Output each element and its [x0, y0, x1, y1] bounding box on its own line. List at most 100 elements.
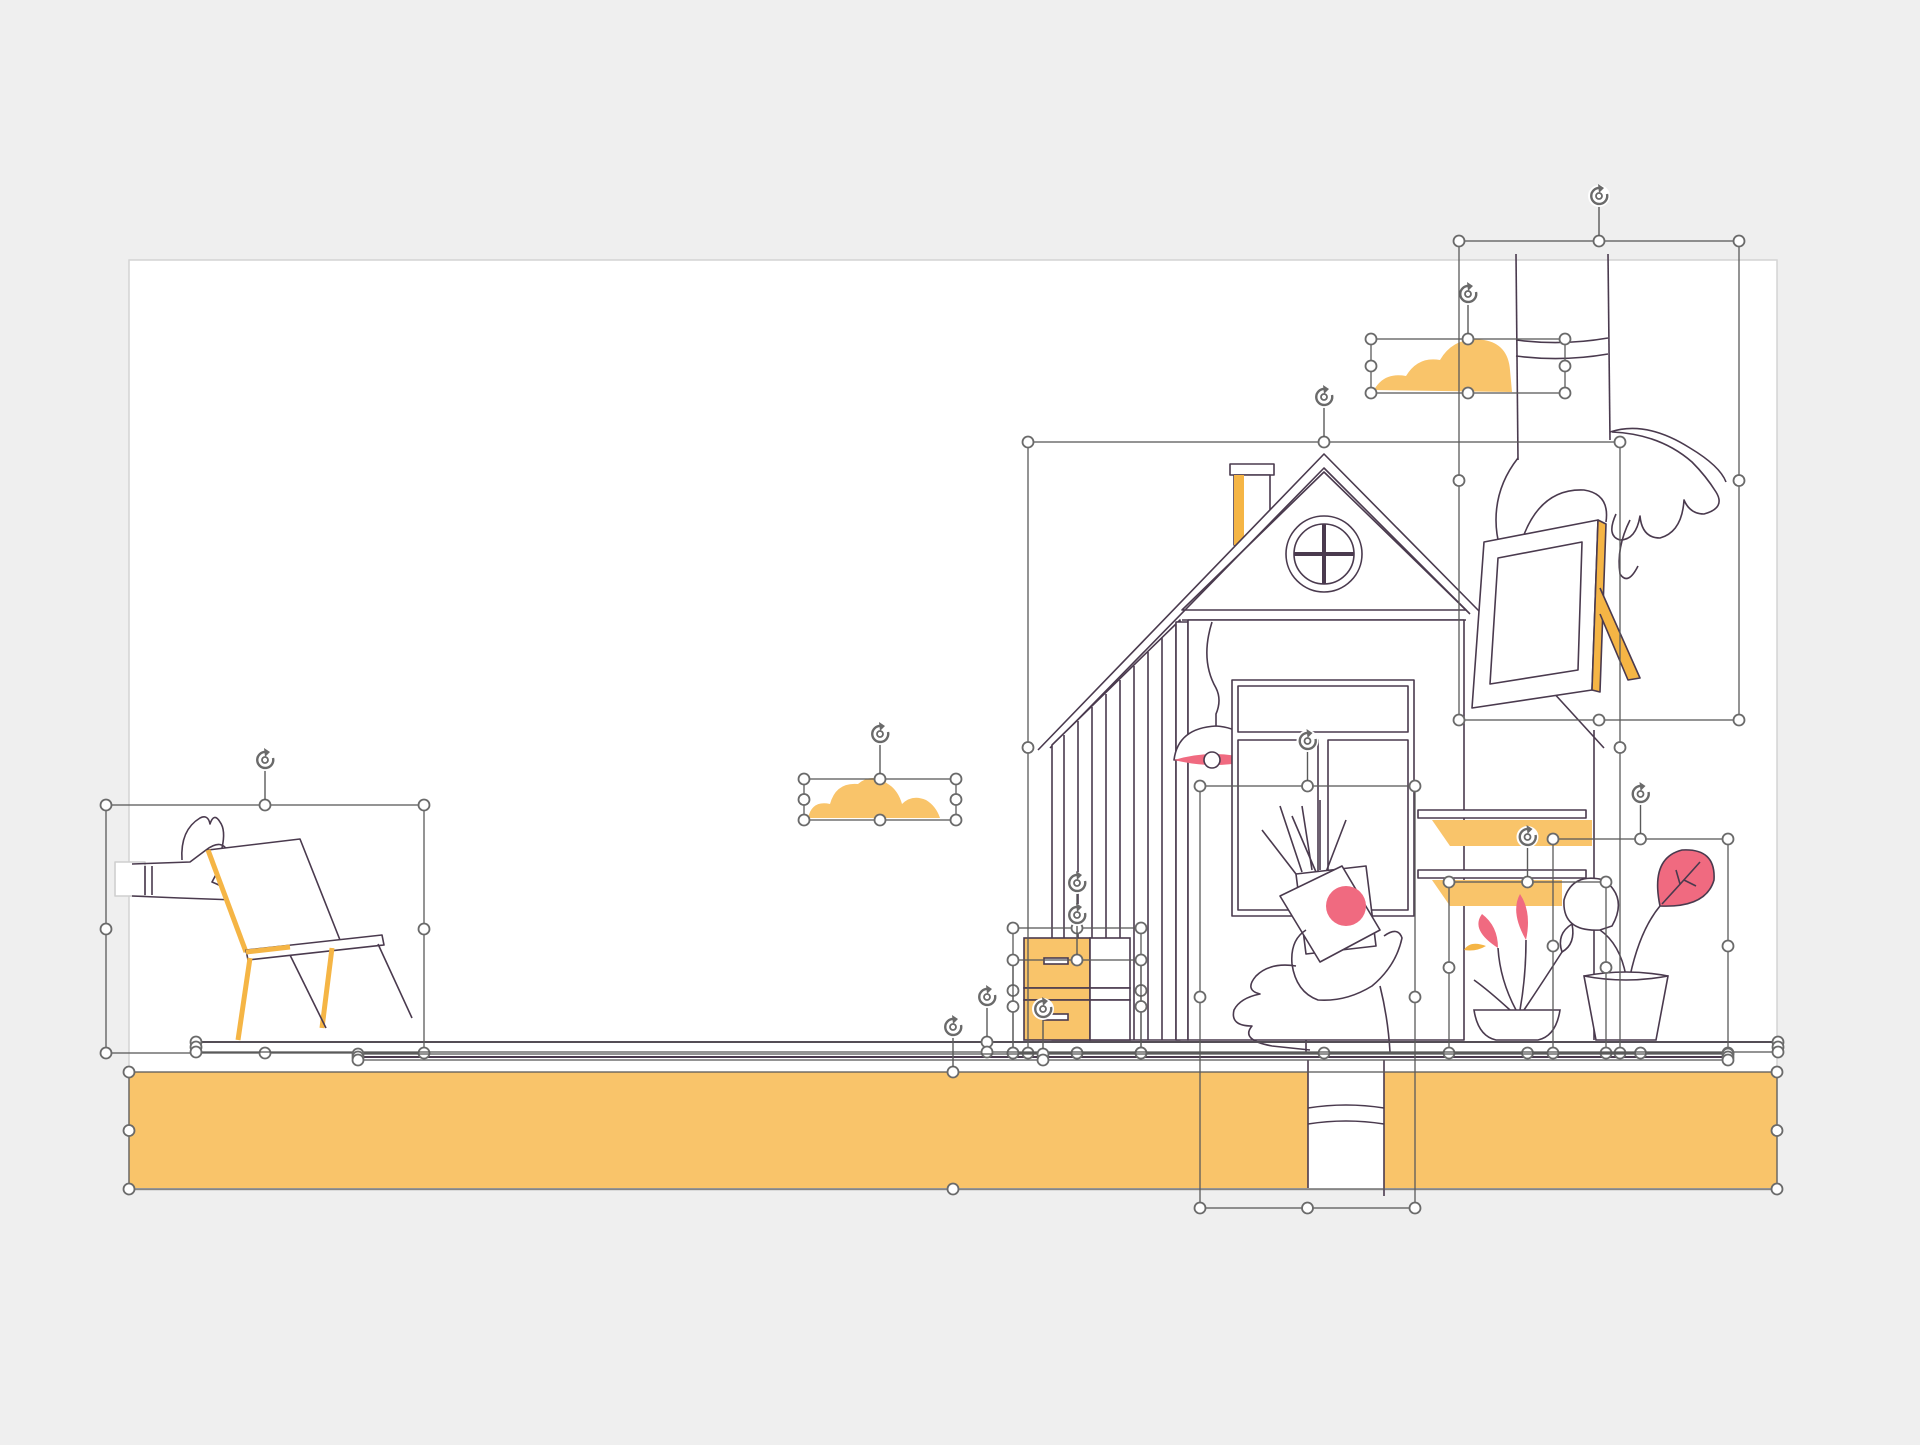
- resize-handle-icon[interactable]: [1408, 779, 1422, 793]
- resize-handle-icon[interactable]: [1461, 386, 1475, 400]
- cloud-top[interactable]: [1374, 339, 1512, 392]
- resize-handle-icon[interactable]: [1036, 1053, 1050, 1067]
- resize-handle-icon[interactable]: [1613, 741, 1627, 754]
- resize-handle-icon[interactable]: [873, 813, 887, 827]
- resize-handle-icon[interactable]: [873, 772, 887, 786]
- resize-handle-icon[interactable]: [122, 1182, 136, 1196]
- resize-handle-icon[interactable]: [1408, 990, 1422, 1004]
- resize-handle-icon[interactable]: [949, 772, 963, 786]
- resize-handle-icon[interactable]: [980, 1045, 994, 1059]
- rotate-handle-icon[interactable]: [1588, 184, 1610, 236]
- resize-handle-icon[interactable]: [1634, 1046, 1647, 1060]
- resize-handle-icon[interactable]: [1317, 1046, 1331, 1060]
- resize-handle-icon[interactable]: [1613, 435, 1627, 449]
- resize-handle-icon[interactable]: [1364, 386, 1378, 400]
- selection-box-shelf-plants[interactable]: [1442, 825, 1613, 1060]
- resize-handle-icon[interactable]: [1070, 1046, 1084, 1060]
- resize-handle-icon[interactable]: [417, 922, 431, 936]
- resize-handle-icon[interactable]: [351, 1053, 365, 1067]
- resize-handle-icon[interactable]: [1021, 435, 1035, 449]
- rotate-handle-icon[interactable]: [1296, 729, 1319, 781]
- resize-handle-icon[interactable]: [1546, 832, 1560, 846]
- resize-handle-icon[interactable]: [1732, 713, 1746, 727]
- selection-box-hand-holding-chair[interactable]: [99, 748, 431, 1060]
- resize-handle-icon[interactable]: [99, 798, 113, 812]
- resize-handle-icon[interactable]: [1442, 961, 1456, 974]
- resize-handle-icon[interactable]: [946, 1182, 960, 1196]
- resize-handle-icon[interactable]: [1301, 779, 1314, 793]
- resize-handle-icon[interactable]: [1461, 332, 1475, 346]
- selection-box-hand-holding-photo[interactable]: [1193, 729, 1422, 1215]
- resize-handle-icon[interactable]: [1634, 832, 1647, 846]
- resize-handle-icon[interactable]: [1442, 1046, 1456, 1060]
- resize-handle-icon[interactable]: [946, 1065, 960, 1079]
- selection-box-ground-bar[interactable]: [122, 1015, 1784, 1196]
- resize-handle-icon[interactable]: [1546, 939, 1560, 953]
- resize-handle-icon[interactable]: [1770, 1124, 1784, 1137]
- selection-box-boxes-stack-lower[interactable]: [1006, 903, 1148, 1060]
- hand-holding-chair[interactable]: [114, 816, 413, 1041]
- resize-handle-icon[interactable]: [1070, 953, 1084, 967]
- resize-handle-icon[interactable]: [1770, 1182, 1784, 1196]
- resize-handle-icon[interactable]: [1599, 961, 1613, 974]
- resize-handle-icon[interactable]: [1721, 832, 1735, 846]
- resize-handle-icon[interactable]: [1521, 1046, 1534, 1060]
- resize-handle-icon[interactable]: [797, 793, 811, 806]
- resize-handle-icon[interactable]: [122, 1124, 136, 1137]
- resize-handle-icon[interactable]: [949, 793, 963, 806]
- resize-handle-icon[interactable]: [1546, 1046, 1560, 1060]
- resize-handle-icon[interactable]: [1134, 921, 1148, 935]
- resize-handle-icon[interactable]: [1317, 435, 1331, 449]
- selection-box-ground-line[interactable]: [189, 985, 1785, 1059]
- resize-handle-icon[interactable]: [417, 1046, 431, 1060]
- resize-handle-icon[interactable]: [99, 922, 113, 936]
- resize-handle-icon[interactable]: [1558, 332, 1572, 346]
- resize-handle-icon[interactable]: [1592, 713, 1606, 727]
- resize-handle-icon[interactable]: [1771, 1045, 1785, 1059]
- resize-handle-icon[interactable]: [949, 813, 963, 827]
- resize-handle-icon[interactable]: [797, 772, 811, 786]
- ground-bar[interactable]: [129, 1072, 1777, 1188]
- shelf-plants[interactable]: [1464, 894, 1574, 1041]
- resize-handle-icon[interactable]: [1134, 1046, 1148, 1060]
- selection-box-cloud-top[interactable]: [1364, 282, 1572, 400]
- resize-handle-icon[interactable]: [99, 1046, 113, 1060]
- resize-handle-icon[interactable]: [1193, 779, 1207, 793]
- selection-box-hand-with-frame[interactable]: [1452, 184, 1746, 727]
- resize-handle-icon[interactable]: [1006, 953, 1020, 967]
- selection-box-small-cloud[interactable]: [797, 722, 963, 827]
- resize-handle-icon[interactable]: [1770, 1065, 1784, 1079]
- resize-handle-icon[interactable]: [1134, 1000, 1148, 1013]
- resize-handle-icon[interactable]: [1006, 921, 1020, 935]
- rotate-handle-icon[interactable]: [1629, 782, 1652, 834]
- resize-handle-icon[interactable]: [1558, 359, 1572, 373]
- rotate-handle-icon[interactable]: [1032, 997, 1054, 1049]
- resize-handle-icon[interactable]: [1442, 875, 1456, 889]
- resize-handle-icon[interactable]: [1452, 713, 1466, 727]
- resize-handle-icon[interactable]: [1721, 1053, 1735, 1067]
- resize-handle-icon[interactable]: [797, 813, 811, 827]
- resize-handle-icon[interactable]: [1721, 939, 1735, 953]
- resize-handle-icon[interactable]: [1599, 875, 1613, 889]
- resize-handle-icon[interactable]: [1006, 1000, 1020, 1013]
- resize-handle-icon[interactable]: [1364, 332, 1378, 346]
- rotate-handle-icon[interactable]: [1516, 825, 1539, 877]
- boxes-stack[interactable]: [1023, 937, 1131, 1041]
- resize-handle-icon[interactable]: [258, 1046, 272, 1060]
- resize-handle-icon[interactable]: [122, 1065, 136, 1079]
- resize-handle-icon[interactable]: [1452, 474, 1466, 487]
- potted-plant[interactable]: [1563, 849, 1715, 1041]
- resize-handle-icon[interactable]: [189, 1045, 203, 1059]
- resize-handle-icon[interactable]: [1134, 953, 1148, 967]
- rotate-handle-icon[interactable]: [976, 985, 998, 1037]
- rotate-handle-icon[interactable]: [254, 748, 276, 800]
- resize-handle-icon[interactable]: [1732, 474, 1746, 487]
- resize-handle-icon[interactable]: [258, 798, 272, 812]
- rotate-handle-icon[interactable]: [869, 722, 891, 774]
- resize-handle-icon[interactable]: [1452, 234, 1466, 248]
- resize-handle-icon[interactable]: [1193, 990, 1207, 1004]
- resize-handle-icon[interactable]: [1193, 1201, 1207, 1215]
- small-cloud[interactable]: [808, 778, 940, 818]
- house[interactable]: [1037, 453, 1605, 1041]
